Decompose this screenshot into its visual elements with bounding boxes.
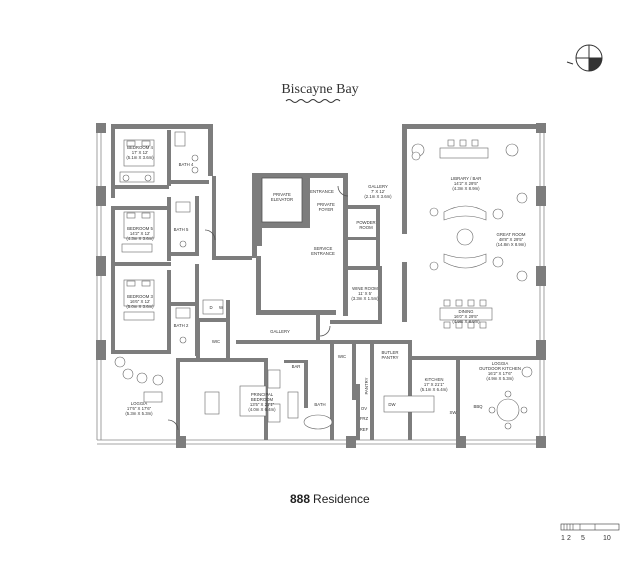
- kitchen-dims: 17' X 21'1": [424, 382, 445, 387]
- bedroom-3-name: BEDROOM 3: [127, 294, 153, 299]
- private-foyer-name2: FOYER: [319, 207, 334, 212]
- butler-pantry-name2: PANTRY: [381, 355, 398, 360]
- sink-washer-label: SW: [450, 410, 458, 415]
- residence-number: 888: [290, 492, 310, 506]
- view-title: Biscayne Bay: [281, 82, 358, 97]
- gallery-upper-metric: (2.1m X 3.6m): [364, 194, 392, 199]
- principal-bath-name: BATH: [314, 402, 325, 407]
- service-entrance-name: SERVICE: [314, 246, 333, 251]
- gallery-upper-dims: 7' X 12': [371, 189, 385, 194]
- great-room-dims: 48'8" X 29'5": [499, 237, 524, 242]
- dryer-label: D: [209, 305, 212, 310]
- residence-word: Residence: [313, 492, 370, 506]
- wave-icon: [285, 99, 341, 103]
- dining-name: DINING: [458, 309, 474, 314]
- dishwasher-label: DW: [388, 402, 396, 407]
- refrigerator-label: REF: [360, 427, 369, 432]
- bedroom-3-metric: (5.0m X 3.6m): [126, 304, 154, 309]
- north-arrow-icon: [566, 44, 603, 72]
- bedroom-5-name: BEDROOM 5: [127, 226, 153, 231]
- room-labels: BEDROOM 4 17' X 12' (5.1m X 3.6m) BATH 4…: [125, 145, 526, 432]
- gallery-upper-name: GALLERY: [368, 184, 388, 189]
- great-room-name: GREAT ROOM: [497, 232, 526, 237]
- private-elevator-name2: ELEVATOR: [271, 197, 293, 202]
- kitchen-name: KITCHEN: [425, 377, 444, 382]
- oven-label: OV: [361, 406, 367, 411]
- bath-2-name: BATH 2: [174, 323, 189, 328]
- bedroom-5-dims: 14'2" X 12': [130, 231, 151, 236]
- walls: [96, 123, 546, 448]
- principal-bedroom-dims: 13'5" X 21'1": [250, 402, 275, 407]
- loggia-outdoor-dims: 16'2" X 17'6": [488, 371, 513, 376]
- furniture: [114, 131, 533, 431]
- powder-room-name2: ROOM: [359, 225, 373, 230]
- wine-room-metric: (3.3m X 1.5m): [351, 296, 379, 301]
- wine-room-dims: 11' X 5': [358, 291, 372, 296]
- dining-metric: (4.9m X 8.9m): [452, 319, 480, 324]
- scale-tick: 5: [581, 535, 585, 542]
- loggia-outdoor-metric: (4.9m X 5.3m): [486, 376, 514, 381]
- loggia-outdoor-name2: OUTDOOR KITCHEN: [479, 366, 521, 371]
- loggia-outdoor-name: LOGGIA: [492, 361, 509, 366]
- library-bar-dims: 14'2" X 29'5": [454, 181, 479, 186]
- entrance-name: ENTRANCE: [310, 189, 334, 194]
- bedroom-4-name: BEDROOM 4: [127, 145, 153, 150]
- bbq-label: BBQ: [473, 404, 483, 409]
- dining-dims: 16'0" X 29'5": [454, 314, 479, 319]
- wic-left-name: WIC: [212, 339, 220, 344]
- principal-bedroom-name2: BEDROOM: [251, 397, 274, 402]
- bedroom-5-metric: (4.3m X 3.6m): [126, 236, 154, 241]
- wic-right-name: WIC: [338, 354, 346, 359]
- loggia-dims: 17'6" X 17'6": [127, 406, 152, 411]
- great-room-metric: (14.8m X 8.9m): [496, 242, 526, 247]
- powder-room-name: POWDER: [356, 220, 375, 225]
- bedroom-3-dims: 16'6" X 12': [130, 299, 151, 304]
- kitchen-metric: (5.1m X 6.4m): [420, 387, 448, 392]
- bedroom-4-dims: 17' X 12': [132, 150, 149, 155]
- wine-room-name: WINE ROOM: [352, 286, 378, 291]
- private-foyer-name: PRIVATE: [317, 202, 335, 207]
- scale-tick: 10: [603, 535, 611, 542]
- private-elevator-name: PRIVATE: [273, 192, 291, 197]
- washer-label: W: [219, 305, 224, 310]
- library-bar-metric: (4.3m X 8.9m): [452, 186, 480, 191]
- loggia-name: LOGGIA: [131, 401, 148, 406]
- freezer-label: FRZ: [360, 416, 369, 421]
- loggia-metric: (5.3m X 5.3m): [125, 411, 153, 416]
- bar-name: BAR: [292, 364, 301, 369]
- scale-bar: 1 2 5 10: [560, 523, 620, 542]
- gallery-lower-name: GALLERY: [270, 329, 290, 334]
- scale-tick: 1: [561, 535, 565, 542]
- principal-bedroom-name: PRINCIPAL: [251, 392, 274, 397]
- library-bar-name: LIBRARY / BAR: [451, 176, 482, 181]
- pantry-name: PANTRY: [364, 377, 369, 394]
- bedroom-4-metric: (5.1m X 3.6m): [126, 155, 154, 160]
- bath-5-name: BATH 5: [174, 227, 189, 232]
- butler-pantry-name: BUTLER: [382, 350, 399, 355]
- principal-bedroom-metric: (4.0m X 6.4m): [248, 407, 276, 412]
- scale-tick: 2: [567, 535, 571, 542]
- bath-4-name: BATH 4: [179, 162, 194, 167]
- service-entrance-name2: ENTRANCE: [311, 251, 335, 256]
